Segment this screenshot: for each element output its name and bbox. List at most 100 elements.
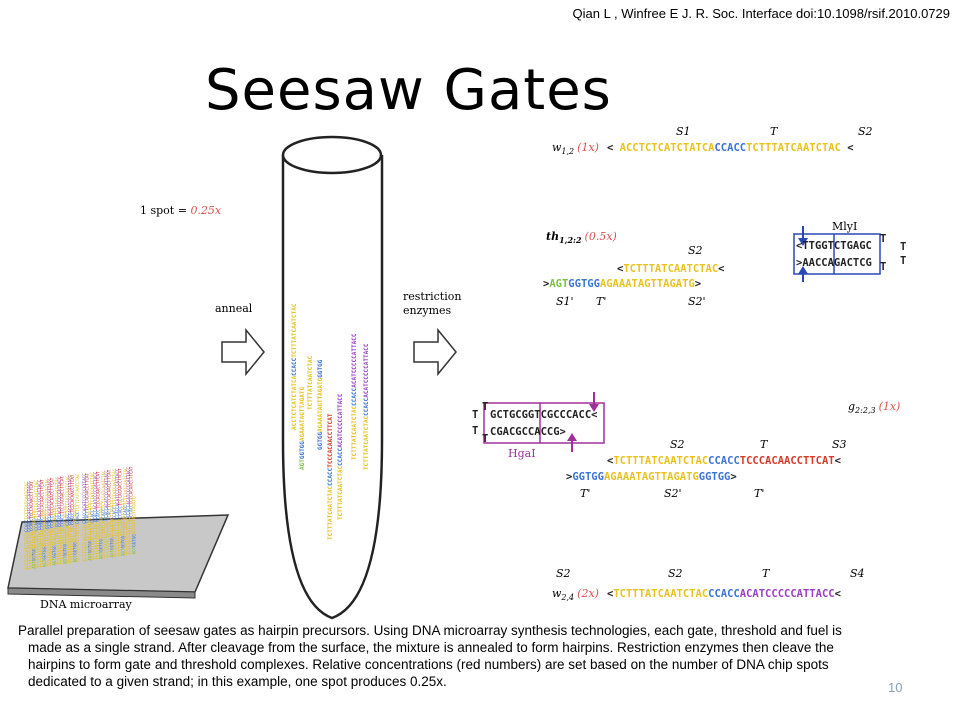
strand-w24: S2 S2 S2 T S4 w2,4(2x) <TCTTTATCAATCTACC… <box>552 567 865 602</box>
microarray-strand-part: TCTTTATCAATCTAC <box>85 523 90 561</box>
microarray-strand: TCTTTATCAATCTACCCACCACATCCCCCATTACC <box>67 474 72 563</box>
microarray-strand-part: CCACC <box>47 515 52 528</box>
microarray-strand-part: ACCTCTCATCTATCA <box>65 525 70 563</box>
hgai-loop-4: T <box>482 433 488 445</box>
microarray-strand: TCTTTATCAATCTACCCACCACATCCCCCATTACC <box>37 479 42 568</box>
w24-seq-part-2: CCACC <box>708 588 740 600</box>
g223-name: g2:2,3(1x) <box>848 400 900 415</box>
microarray-strand-columns: ACCTCTCATCTATCACCACCTCTTTATCAATCTACTCTTT… <box>24 466 136 570</box>
tube-strand-part: CCACC <box>327 467 334 485</box>
microarray-strand-part: GGTGG <box>32 548 37 561</box>
g223-letter: g <box>848 400 855 413</box>
g223-sub: 2:2,3 <box>854 406 876 415</box>
th122-bottom-start: > <box>543 278 549 290</box>
tube-strand-part: TCCCACAACCTTCAT <box>327 413 334 468</box>
mlyi-loop-1: T <box>880 233 886 245</box>
microarray-strand-part: AGAAATAGTTAGATG <box>52 507 57 545</box>
microarray-strand-part: TCTTTATCAATCTAC <box>47 528 52 566</box>
microarray-strand-part: TCTTTATCAATCTAC <box>107 520 112 558</box>
microarray-strand-part: CCACC <box>107 507 112 520</box>
microarray-strand: AGTGGTGGAGAAATAGTTAGATG <box>87 502 92 560</box>
w12-name: w1,2(1x) <box>552 141 599 156</box>
th122-conc: (0.5x) <box>585 230 617 243</box>
microarray-strand-part: TCTTTATCAATCTAC <box>67 525 72 563</box>
g223-bottom-seq: >GGTGGAGAAATAGTTAGATGGGTGG> <box>566 471 737 483</box>
microarray-strand-part: TCTTTATCAATCTAC <box>93 522 98 560</box>
microarray-strand-part: CCACC <box>55 514 60 527</box>
microarray-strand-part: GGTGG <box>120 535 125 548</box>
tube-strand: ACCTCTCATCTATCACCACCTCTTTATCAATCTAC <box>291 303 298 430</box>
microarray-strand-part: TCCCACAACCTTCAT <box>29 480 34 518</box>
g223-top-part-2: CCACC <box>708 455 740 467</box>
microarray-strand-part: TCTTTATCAATCTAC <box>27 531 32 569</box>
tube-strand-part: GGTGG <box>317 359 324 377</box>
microarray-strand-part: TCCCACAACCTTCAT <box>118 468 123 506</box>
microarray-strand: ACCTCTCATCTATCACCACCTCTTTATCAATCTAC <box>101 470 106 559</box>
microarray-strand-part: TCTTTATCAATCTAC <box>24 481 29 519</box>
th122-letter: th <box>546 230 559 243</box>
w24-arrow-start: < <box>607 588 613 600</box>
microarray-strand: AGTGGTGGAGAAATAGTTAGATG <box>109 499 114 557</box>
microarray-strand-part: GGTGG <box>87 540 92 553</box>
g223-bottom-part-2: AGAAATAGTTAGATG <box>604 471 699 483</box>
microarray-strand: ACCTCTCATCTATCACCACCTCTTTATCAATCTAC <box>112 468 117 557</box>
microarray-strand-part: AGAAATAGTTAGATG <box>72 504 77 542</box>
mlyi-top-seq: <TTGGTCTGAGC <box>796 240 872 252</box>
microarray-strand-part: ACCTCTCATCTATCA <box>123 517 128 555</box>
th122-name: th1,2:2(0.5x) <box>546 230 617 245</box>
w24-arrow-end: < <box>835 588 841 600</box>
w24-conc: (2x) <box>577 587 599 600</box>
tube-strand: TCTTTATCAATCTACCCACCACATCCCCCATTACC <box>363 343 370 470</box>
mlyi-loop-4: T <box>900 255 906 267</box>
microarray-strand-part: TCTTTATCAATCTAC <box>123 467 128 505</box>
hgai-bottom-text: CGACGCCACCG <box>490 426 560 438</box>
w24-sub: 2,4 <box>560 593 574 602</box>
tube-hairpin-strands: ACCTCTCATCTATCACCACCTCTTTATCAATCTACAGTGG… <box>291 303 370 540</box>
figure-caption: Parallel preparation of seesaw gates as … <box>18 623 842 689</box>
tube-strand-part: AGAAATAGTTAGATG <box>317 377 324 432</box>
microarray-strand-part: CCACC <box>82 511 87 524</box>
microarray-strand-part: AGAAATAGTTAGATG <box>98 501 103 539</box>
restriction-arrow-icon <box>413 327 457 377</box>
microarray-strand-part: TCCCACAACCTTCAT <box>107 469 112 507</box>
microarray-strand-part: ACATCCCCCATTACC <box>27 481 32 519</box>
microarray-strand-part: CCACC <box>118 505 123 518</box>
microarray-strand-part: TCCCACAACCTTCAT <box>50 477 55 515</box>
hgai-top-text: GCTGCGGTCGCCCACC <box>490 409 591 421</box>
microarray-strand-part: AGT <box>131 546 136 554</box>
tube-strand-part: TCTTTATCAATCTAC <box>351 405 358 460</box>
w12-seq-part-3: TCTTTATCAATCTAC <box>746 142 841 154</box>
microarray-strand-part: ACCTCTCATCTATCA <box>101 521 106 559</box>
microarray-strand-part: CCACC <box>24 519 29 532</box>
microarray-strand: TCTTTATCAATCTACCCACCTCCCACAACCTTCAT <box>96 471 101 560</box>
strand-g223: g2:2,3(1x) HgaI T T T T GCTGCGGTCGCCCACC… <box>472 392 900 500</box>
th122-top-seq-text: TCTTTATCAATCTAC <box>623 263 718 275</box>
microarray-strand: ACCTCTCATCTATCACCACCTCTTTATCAATCTAC <box>123 467 128 556</box>
microarray-strand-part: TCCCACAACCTTCAT <box>60 476 65 514</box>
microarray-strand-part: ACATCCCCCATTACC <box>57 476 62 514</box>
microarray-strand-part: TCTTTATCAATCTAC <box>37 530 42 568</box>
tube-strand-part: CCACC <box>363 397 370 415</box>
microarray-strand-part: ACCTCTCATCTATCA <box>44 529 49 567</box>
microarray-strand-part: CCACC <box>44 516 49 529</box>
microarray-strand: ACCTCTCATCTATCACCACCTCTTTATCAATCTAC <box>24 481 29 570</box>
strand-th122: th1,2:2(0.5x) S2 <TCTTTATCAATCTAC< >AGTG… <box>543 220 906 308</box>
test-tube <box>281 155 384 620</box>
microarray-strand-part: GGTGG <box>52 545 57 558</box>
hgai-top-seq: GCTGCGGTCGCCCACC< <box>490 409 597 421</box>
dna-microarray-panel: ACCTCTCATCTATCACCACCTCTTTATCAATCTACTCTTT… <box>7 204 230 611</box>
microarray-strand: AGTGGTGGAGAAATAGTTAGATG <box>32 510 37 568</box>
mlyi-bottom-start: > <box>796 257 802 269</box>
spot-label: 1 spot = 0.25x <box>140 204 222 217</box>
microarray-strand-part: GGTGG <box>98 539 103 552</box>
tube-strand-part: ACCTCTCATCTATCA <box>291 375 298 430</box>
microarray-strand-part: ACATCCCCCATTACC <box>126 466 131 504</box>
microarray-strand-part: AGT <box>72 554 77 562</box>
microarray-strand-part: TCTTTATCAATCTAC <box>126 517 131 555</box>
microarray-strand: TCTTTATCAATCTACCCACCACATCCCCCATTACC <box>115 468 120 557</box>
restriction-label-1: restriction <box>403 290 461 303</box>
hgai-loop-3: T <box>472 425 478 437</box>
microarray-strand: ACCTCTCATCTATCACCACCTCTTTATCAATCTAC <box>90 472 95 561</box>
g223-top-seq: <TCTTTATCAATCTACCCACCTCCCACAACCTTCAT< <box>607 455 841 467</box>
microarray-strand-part: CCACC <box>29 518 34 531</box>
